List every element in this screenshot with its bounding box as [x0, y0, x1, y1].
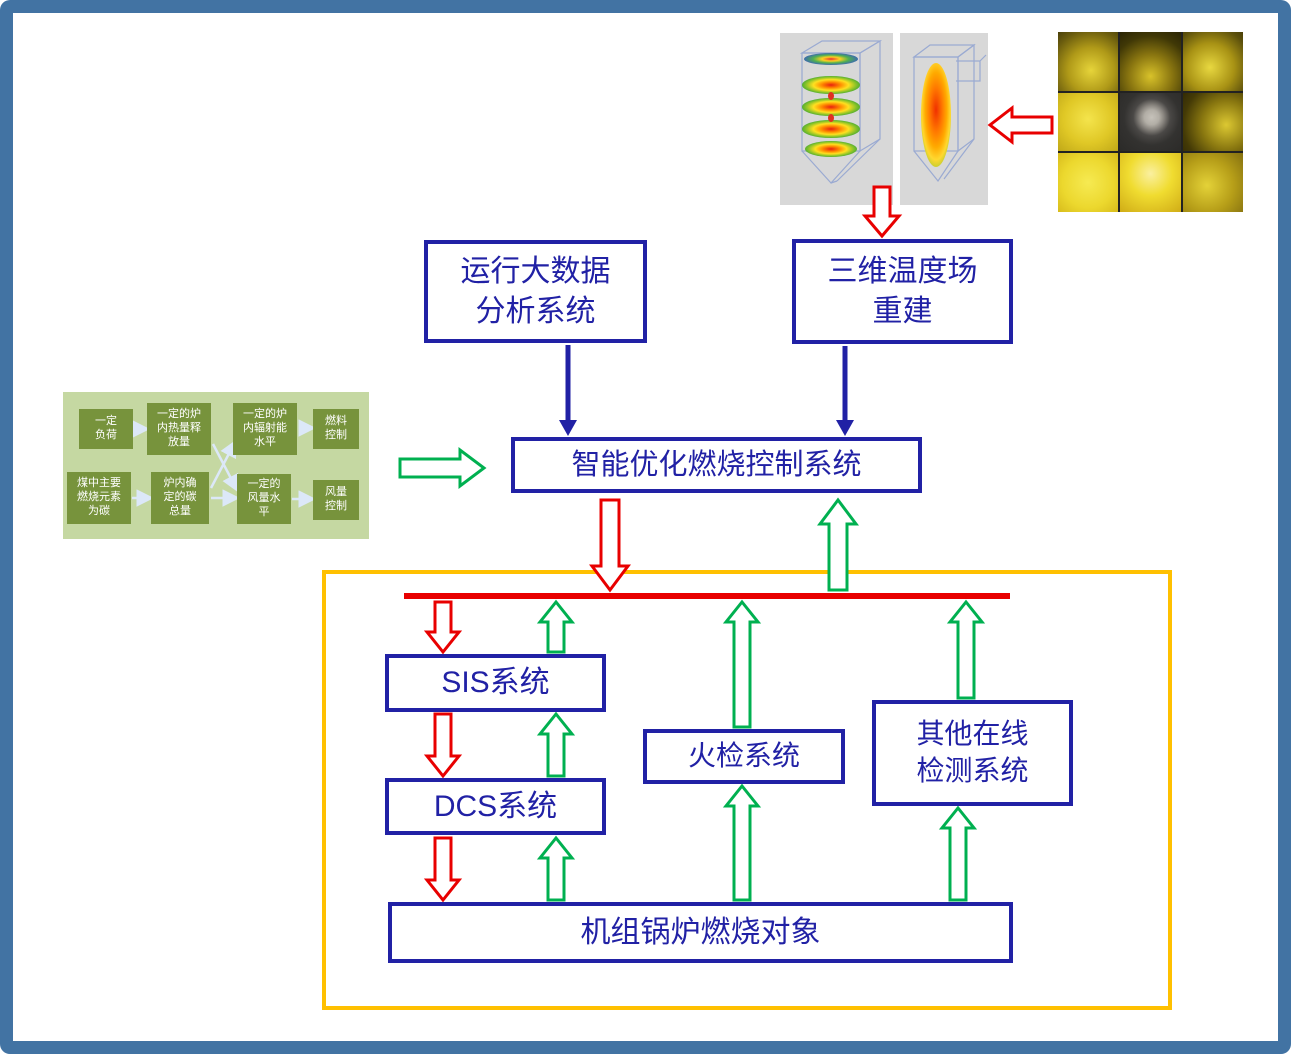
flame-tile-8: [1120, 153, 1181, 212]
green-box-load: 一定 负荷: [79, 409, 133, 449]
box-intelligent-combustion-control-system: 智能优化燃烧控制系统: [511, 437, 922, 493]
furnace-3d-slices-visualization: [780, 33, 893, 205]
red-arrow-flame-to-furnace: [987, 104, 1054, 146]
box-unit-boiler-combustion-object: 机组锅炉燃烧对象: [388, 902, 1013, 963]
green-arrow-panel-to-control: [398, 447, 487, 489]
green-box-coal-carbon: 煤中主要 燃烧元素 为碳: [67, 472, 131, 524]
flame-tile-4: [1058, 92, 1119, 152]
flame-tile-2: [1120, 32, 1181, 91]
combustion-principle-panel: 一定 负荷 一定的炉 内热量释 放量 一定的炉 内辐射能 水平 燃料 控制 煤中…: [63, 392, 369, 539]
green-box-heat-release: 一定的炉 内热量释 放量: [147, 403, 211, 455]
box-other-online-detection-systems: 其他在线 检测系统: [872, 700, 1073, 806]
flame-tile-3: [1182, 32, 1243, 91]
flame-tile-6: [1182, 92, 1243, 152]
box-dcs-system: DCS系统: [385, 778, 606, 835]
green-box-carbon-total: 炉内确 定的碳 总量: [151, 472, 209, 524]
blue-arrow-tempfield-to-control-head: [836, 420, 854, 436]
flame-tile-sphere: [1120, 92, 1181, 152]
box-sis-system: SIS系统: [385, 654, 606, 712]
green-box-airflow-level: 一定的 风量水 平: [237, 474, 291, 524]
flame-tile-1: [1058, 32, 1119, 91]
flame-tile-9: [1182, 153, 1243, 212]
furnace-3d-vertical-slice-visualization: [900, 33, 988, 205]
flame-image-grid: [1058, 32, 1243, 212]
box-flame-detection-system: 火检系统: [643, 729, 845, 784]
box-3d-temperature-field-reconstruction: 三维温度场 重建: [792, 239, 1013, 344]
flame-tile-7: [1058, 153, 1119, 212]
green-panel-arrows: [132, 419, 316, 508]
plant-systems-boundary: [322, 570, 1172, 1010]
green-box-fuel-control: 燃料 控制: [313, 409, 359, 449]
blue-arrow-bigdata-to-control-head: [559, 420, 577, 436]
green-box-radiation-level: 一定的炉 内辐射能 水平: [233, 403, 297, 455]
box-bigdata-analysis-system: 运行大数据 分析系统: [424, 240, 647, 343]
green-box-airflow-control: 风量 控制: [313, 480, 359, 520]
